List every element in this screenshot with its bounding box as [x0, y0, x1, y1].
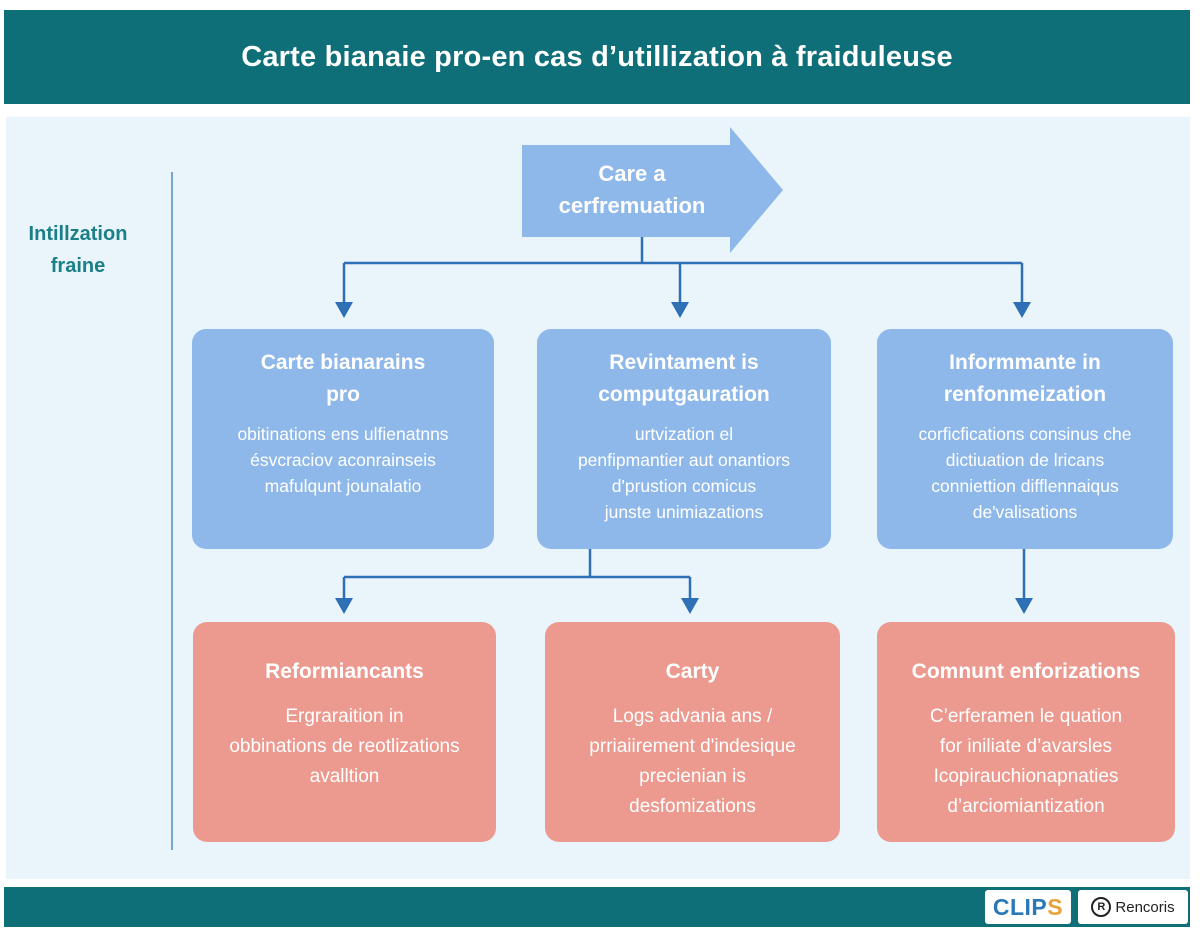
node-body-line: desfomizations: [629, 796, 756, 817]
node-carte-bianarains: Carte bianarains pro obitinations ens ul…: [192, 329, 494, 549]
arrowhead-4: [335, 598, 353, 614]
node-title: Carty: [665, 660, 720, 683]
node-body: obitinations ens ulfienatnns ésvcraciov …: [237, 421, 448, 499]
start-node-label: Care a cerfremuation: [522, 158, 742, 222]
node-title: Informmante in renfonmeization: [944, 347, 1106, 411]
node-body-line: d’arciomiantization: [947, 796, 1105, 817]
node-body-line: de'valisations: [972, 502, 1078, 522]
side-label-line-1: Intillzation: [28, 223, 128, 245]
arrowhead-1: [335, 302, 353, 318]
arrowhead-5: [681, 598, 699, 614]
node-body-line: obbinations de reotlizations: [229, 736, 460, 757]
start-arrow-shape: [522, 127, 783, 253]
node-body: urtvization el penfipmantier aut onantio…: [578, 421, 790, 525]
node-body-line: prriaiirement d'indesique: [589, 736, 796, 757]
start-node-line-2: cerfremuation: [558, 193, 706, 218]
clips-logo-main: CLIP: [992, 893, 1048, 920]
node-title-line: Revintament is: [609, 351, 759, 374]
node-body: Ergraraition in obbinations de reotlizat…: [229, 702, 459, 792]
node-title: Reformiancants: [265, 660, 424, 683]
node-body: Logs advania ans / prriaiirement d'indes…: [589, 702, 795, 822]
node-informmante: Informmante in renfonmeization corficfic…: [877, 329, 1173, 549]
node-comnunt-enforizations: Comnunt enforizations C’erferamen le qua…: [877, 622, 1175, 842]
node-title: Carte bianarains pro: [261, 347, 426, 411]
node-body-line: Logs advania ans /: [612, 706, 773, 727]
node-body-line: d'prustion comicus: [611, 476, 757, 496]
node-revintament: Revintament is computgauration urtvizati…: [537, 329, 831, 549]
clips-logo-tail: S: [1047, 893, 1064, 920]
node-body-line: corficfications consinus che: [918, 424, 1132, 444]
node-body-line: ésvcraciov aconrainseis: [250, 450, 436, 470]
node-body-line: urtvization el: [634, 424, 734, 444]
node-body-line: obitinations ens ulfienatnns: [237, 424, 449, 444]
title-banner: Carte bianaie pro-en cas d’utillization …: [4, 10, 1190, 104]
node-body: corficfications consinus che dictiuation…: [918, 421, 1131, 525]
node-body-line: conniettion difflennaiqus: [931, 476, 1119, 496]
arrowhead-2: [671, 302, 689, 318]
rencoris-brand: Rencoris: [1115, 898, 1175, 916]
side-label-line-2: fraine: [50, 255, 106, 277]
node-title: Revintament is computgauration: [598, 347, 770, 411]
node-body-line: C’erferamen le quation: [929, 706, 1123, 727]
node-body-line: precienian is: [639, 766, 746, 787]
node-body-line: Icopirauchionapnaties: [933, 766, 1119, 787]
node-body-line: junste unimiazations: [604, 502, 764, 522]
node-title-line: Informmante in: [949, 351, 1101, 374]
node-body-line: for iniliate d’avarsles: [939, 736, 1113, 757]
node-title-line: Carte bianarains: [260, 351, 426, 374]
node-title-line: computgauration: [598, 383, 770, 406]
registered-icon: R: [1091, 897, 1112, 917]
rencoris-logo: R Rencoris: [1078, 890, 1188, 924]
node-reformiancants: Reformiancants Ergraraition in obbinatio…: [193, 622, 496, 842]
node-body-line: dictiuation de lricans: [945, 450, 1105, 470]
page-title: Carte bianaie pro-en cas d’utillization …: [241, 40, 953, 73]
node-body-line: avalltion: [309, 766, 380, 787]
node-body: C’erferamen le quation for iniliate d’av…: [930, 702, 1122, 822]
side-label: Intillzation fraine: [18, 218, 138, 282]
start-node-line-1: Care a: [598, 161, 666, 186]
node-body-line: mafulqunt jounalatio: [264, 476, 422, 496]
arrowhead-6: [1015, 598, 1033, 614]
arrowhead-3: [1013, 302, 1031, 318]
node-body-line: penfipmantier aut onantiors: [577, 450, 791, 470]
node-title-line: pro: [326, 383, 360, 406]
node-body-line: Ergraraition in: [285, 706, 404, 727]
node-carty: Carty Logs advania ans / prriaiirement d…: [545, 622, 840, 842]
node-title-line: renfonmeization: [943, 383, 1107, 406]
node-title: Comnunt enforizations: [911, 660, 1141, 683]
